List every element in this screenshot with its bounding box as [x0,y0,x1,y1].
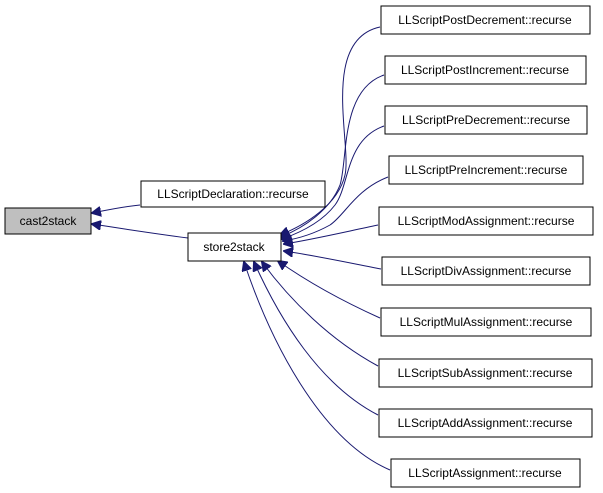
edge-add-assignment-to-store2stack [254,262,379,416]
edge-post-decrement-to-store2stack [280,26,381,235]
edge-decl-recurse-to-cast2stack [92,204,141,213]
node-llscriptmodassignment-recurse-label: LLScriptModAssignment::recurse [398,214,575,228]
node-llscriptaddassignment-recurse-label: LLScriptAddAssignment::recurse [398,416,573,430]
node-llscriptsubassignment-recurse-label: LLScriptSubAssignment::recurse [398,366,573,380]
node-llscriptdivassignment-recurse[interactable]: LLScriptDivAssignment::recurse [381,256,591,286]
edge-post-increment-to-store2stack [281,74,385,237]
node-llscriptmulassignment-recurse-label: LLScriptMulAssignment::recurse [400,315,573,329]
node-llscriptdeclaration-recurse[interactable]: LLScriptDeclaration::recurse [140,180,326,208]
edges [92,26,391,471]
node-llscriptdivassignment-recurse-label: LLScriptDivAssignment::recurse [401,264,572,278]
node-store2stack[interactable]: store2stack [187,232,282,262]
edge-mul-assignment-to-store2stack [278,261,381,319]
node-llscriptaddassignment-recurse[interactable]: LLScriptAddAssignment::recurse [378,408,593,438]
edge-div-assignment-to-store2stack [284,251,382,270]
node-cast2stack[interactable]: cast2stack [4,207,92,235]
edge-assignment-to-store2stack [244,262,391,471]
node-llscriptpostincrement-recurse[interactable]: LLScriptPostIncrement::recurse [384,55,587,85]
node-llscriptpostincrement-recurse-label: LLScriptPostIncrement::recurse [401,63,569,77]
node-llscriptassignment-recurse[interactable]: LLScriptAssignment::recurse [390,458,581,488]
node-llscriptmodassignment-recurse[interactable]: LLScriptModAssignment::recurse [378,206,594,236]
node-llscriptpostdecrement-recurse[interactable]: LLScriptPostDecrement::recurse [380,5,591,35]
node-llscriptassignment-recurse-label: LLScriptAssignment::recurse [408,466,562,480]
node-cast2stack-label: cast2stack [20,214,78,228]
edge-store2stack-to-cast2stack [92,224,189,239]
node-llscriptsubassignment-recurse[interactable]: LLScriptSubAssignment::recurse [378,358,593,388]
node-llscriptpostdecrement-recurse-label: LLScriptPostDecrement::recurse [398,13,572,27]
edge-pre-decrement-to-store2stack [282,125,385,239]
edge-pre-increment-to-store2stack [283,176,389,241]
node-store2stack-label: store2stack [203,240,265,254]
node-llscriptpredecrement-recurse-label: LLScriptPreDecrement::recurse [402,113,570,127]
node-llscriptmulassignment-recurse[interactable]: LLScriptMulAssignment::recurse [380,307,592,337]
edge-sub-assignment-to-store2stack [262,262,379,367]
node-llscriptpreincrement-recurse-label: LLScriptPreIncrement::recurse [405,163,568,177]
node-llscriptpredecrement-recurse[interactable]: LLScriptPreDecrement::recurse [384,105,588,135]
edge-mod-assignment-to-store2stack [284,224,379,244]
node-llscriptpreincrement-recurse[interactable]: LLScriptPreIncrement::recurse [388,155,584,185]
node-llscriptdeclaration-recurse-label: LLScriptDeclaration::recurse [157,187,309,201]
nodes: cast2stack LLScriptDeclaration::recurse … [4,5,594,488]
